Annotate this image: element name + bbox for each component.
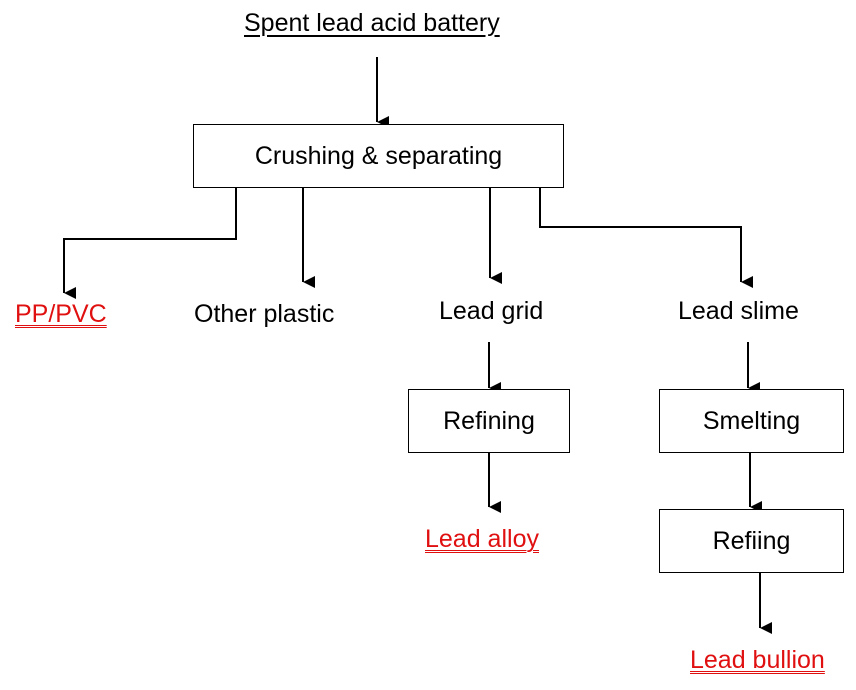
process-refiing-slime: Refiing <box>659 509 844 573</box>
arrow-crushing-to-lead-slime <box>539 188 753 288</box>
process-crushing-label: Crushing & separating <box>254 141 503 170</box>
process-crushing-separating: Crushing & separating <box>193 124 564 188</box>
process-refiing-label: Refiing <box>712 526 791 555</box>
intermediate-lead-slime: Lead slime <box>678 297 799 325</box>
intermediate-other-plastic: Other plastic <box>194 300 335 328</box>
process-smelting-label: Smelting <box>702 406 801 435</box>
process-smelting: Smelting <box>659 389 844 453</box>
process-refining-grid: Refining <box>408 389 570 453</box>
diagram-title: Spent lead acid battery <box>244 9 500 37</box>
intermediate-lead-grid: Lead grid <box>439 297 544 325</box>
product-pp-pvc: PP/PVC <box>15 300 107 328</box>
product-lead-bullion: Lead bullion <box>690 646 825 674</box>
arrow-crushing-to-ppvc <box>63 188 237 299</box>
product-lead-alloy: Lead alloy <box>425 525 539 553</box>
process-refining-label: Refining <box>443 406 535 435</box>
